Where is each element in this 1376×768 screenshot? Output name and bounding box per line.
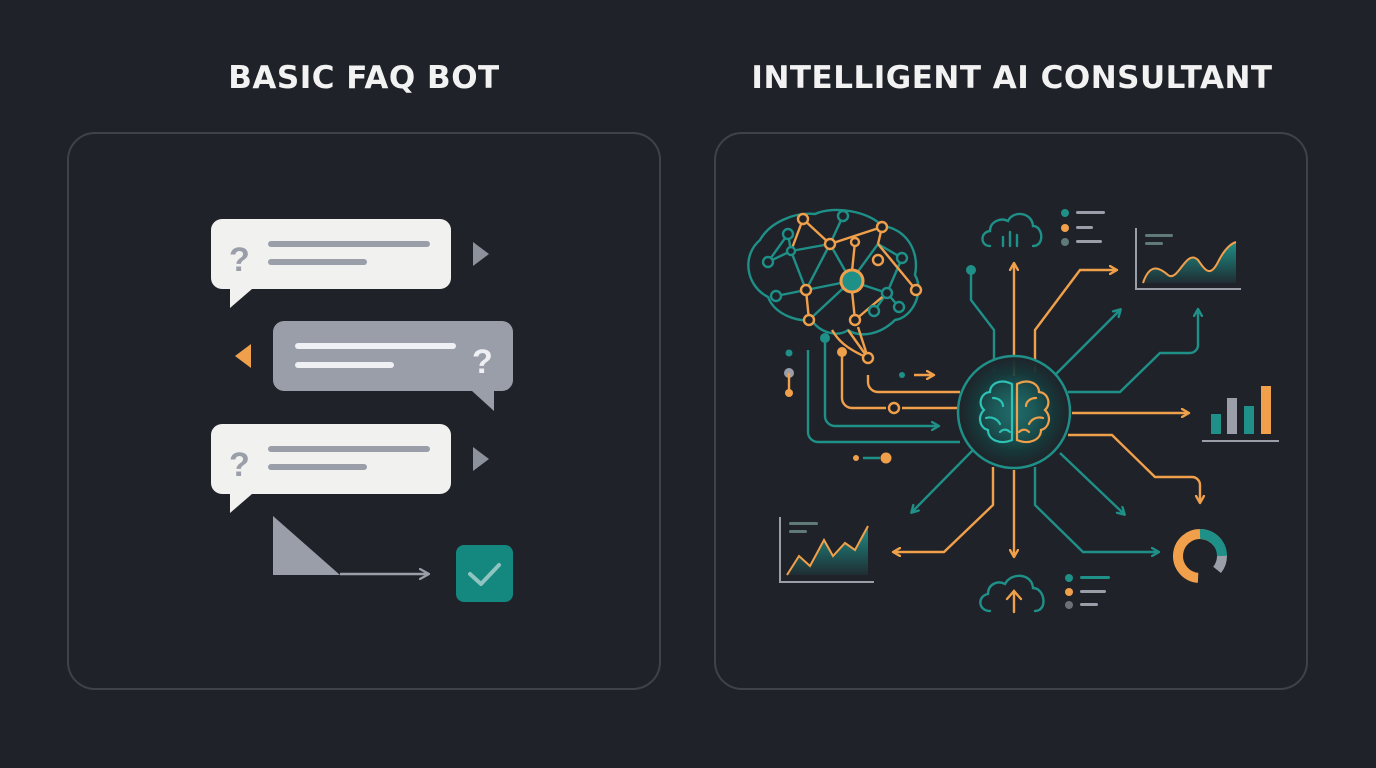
basic-faq-bot-title: BASIC FAQ BOT — [228, 60, 500, 96]
question-bubble-2: ? — [211, 424, 489, 513]
question-bubble-1: ? — [211, 219, 489, 308]
input-connectors — [784, 333, 960, 464]
cloud-upload-icon — [979, 574, 1045, 614]
central-brain-hub — [956, 354, 1072, 470]
brain-icon — [978, 380, 1051, 444]
ai-consultant-title: INTELLIGENT AI CONSULTANT — [751, 60, 1273, 96]
cloud-analytics-icon — [981, 212, 1043, 248]
question-mark-icon: ? — [229, 446, 250, 484]
play-arrow-icon — [473, 447, 489, 471]
basic-faq-bot-panel — [67, 132, 661, 690]
bottom-connectors — [894, 449, 1158, 556]
donut-chart-icon — [1173, 529, 1227, 583]
bar-chart-icon — [1202, 386, 1279, 442]
question-mark-icon: ? — [472, 343, 493, 381]
top-connectors — [966, 264, 1198, 394]
legend-list-top — [1061, 209, 1105, 246]
orange-arrow-icon — [235, 344, 251, 368]
check-icon — [456, 545, 513, 602]
area-chart-icon — [1135, 228, 1241, 290]
answer-bubble: ? — [235, 321, 513, 411]
flow-to-answer — [273, 516, 428, 575]
question-mark-icon: ? — [229, 241, 250, 279]
line-chart-icon — [779, 517, 874, 583]
play-arrow-icon — [473, 242, 489, 266]
neural-network-brain-icon — [747, 208, 923, 365]
right-connectors — [1059, 413, 1200, 514]
ai-consultant-panel — [714, 132, 1308, 690]
legend-list-bottom — [1065, 574, 1110, 609]
